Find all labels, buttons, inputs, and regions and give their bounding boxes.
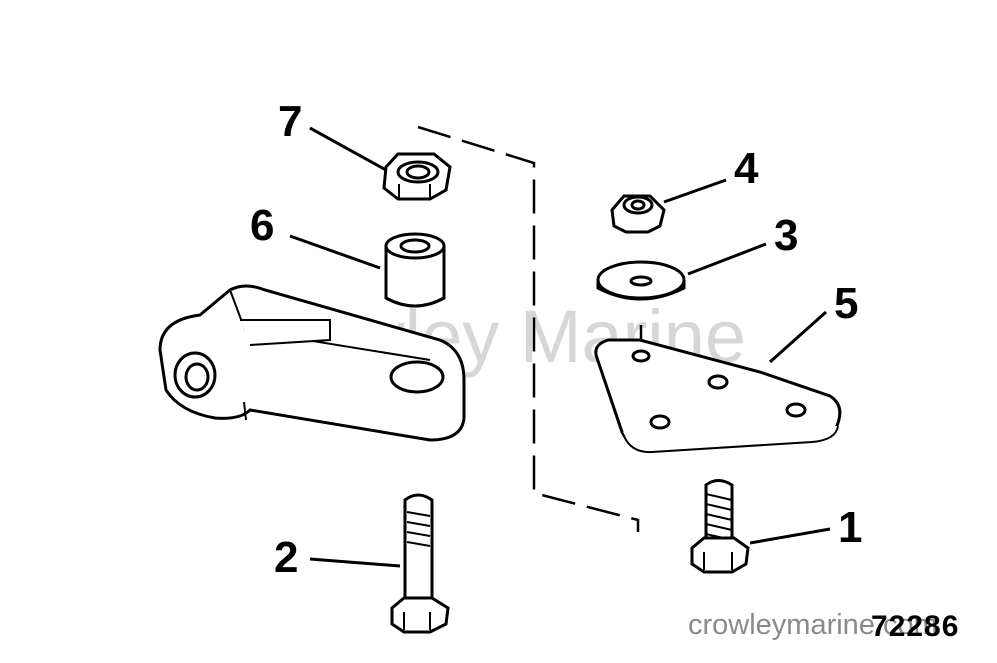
hex-nut-part-7 <box>382 152 452 201</box>
washer-part-3 <box>596 260 686 301</box>
leader-line-3 <box>687 242 767 276</box>
locknut-part-4 <box>610 194 666 234</box>
leader-line-1 <box>749 527 831 545</box>
lever-arm <box>158 284 466 442</box>
leader-line-2 <box>309 557 401 568</box>
mounting-plate-part-5 <box>594 338 842 454</box>
callout-2: 2 <box>274 533 298 582</box>
callout-5: 5 <box>834 279 858 328</box>
callout-7: 7 <box>278 97 302 146</box>
callout-6: 6 <box>250 201 274 250</box>
alignment-dashed-line <box>417 125 640 532</box>
hex-bolt-part-1 <box>690 479 750 574</box>
leader-line-5 <box>769 310 827 364</box>
callout-1: 1 <box>838 503 862 552</box>
leader-line-6 <box>289 234 381 270</box>
callout-4: 4 <box>734 144 759 193</box>
shoulder-bolt-part-2 <box>390 493 450 634</box>
leader-line-7 <box>309 126 387 172</box>
leader-line-4 <box>663 178 727 204</box>
spacer-part-6 <box>384 232 446 308</box>
callout-3: 3 <box>774 211 798 260</box>
drawing-number: 72286 <box>871 610 960 643</box>
credit-text: crowleymarine.com <box>688 609 938 641</box>
